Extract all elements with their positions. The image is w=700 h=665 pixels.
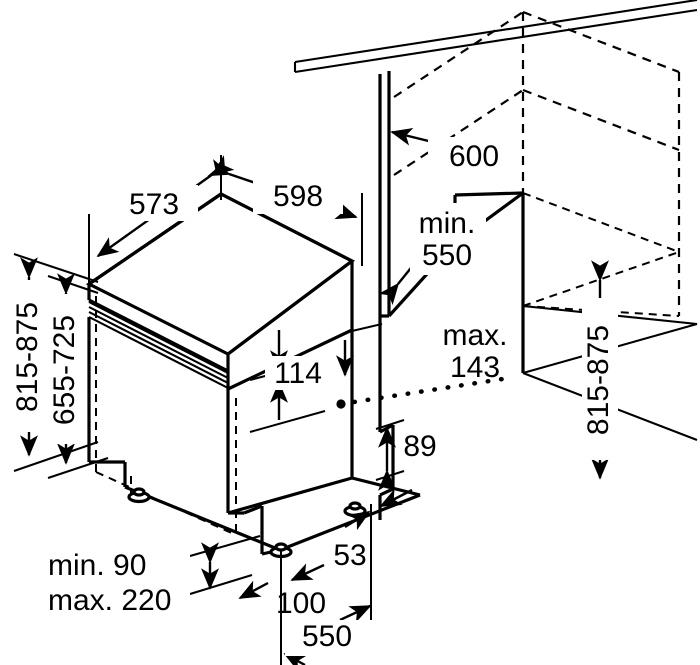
foot-rear-right-stem <box>348 501 362 511</box>
door-gap-line-1 <box>88 301 229 374</box>
dim-598-text-mask <box>253 178 343 214</box>
dim-114-ext-top <box>351 323 383 332</box>
side-band-top <box>227 259 353 356</box>
dim-815875L-text-mask <box>12 280 46 432</box>
dim-max-143-group: max. 143 <box>336 319 512 409</box>
dim-114-label: 114 <box>274 357 322 390</box>
dim-min-550-word-label: min. <box>419 207 476 240</box>
dim-815-875-left-group: 815-875 <box>11 253 99 472</box>
dim-655-725-group: 655-725 <box>47 273 109 479</box>
dim-max-220-label: max. 220 <box>48 584 171 617</box>
dim-598-group: 598 <box>207 159 363 266</box>
niche-dashed-mid-left <box>393 89 524 176</box>
dim-max143-leader-dot <box>336 399 346 409</box>
dim-plinth-text-mask <box>38 545 190 617</box>
dim-max-143-word-label: max. <box>442 319 507 352</box>
body-bottom-notch-2 <box>243 504 263 515</box>
fascia-bottom-edge <box>88 298 229 373</box>
dim-598-label: 598 <box>273 180 323 213</box>
dim-53-arrow-left <box>344 510 371 531</box>
dim-100-text-mask <box>262 587 342 623</box>
niche-dashed-top-left <box>393 11 524 98</box>
dim-815-875-left-label: 815-875 <box>11 302 44 412</box>
dim-600-text-mask <box>428 137 520 173</box>
dim-plinth-arrow-lead <box>238 580 269 600</box>
dim-114-ext-bottom <box>249 410 326 433</box>
dim-plinth-height-group: min. 90 max. 220 <box>38 535 269 617</box>
dim-min-550-number-label: 550 <box>422 239 472 272</box>
dim-89-group: 89 <box>375 419 448 491</box>
body-bottom-right-edge <box>227 476 353 515</box>
dim-min-90-label: min. 90 <box>48 549 146 582</box>
dim-max-143-number-label: 143 <box>450 351 500 384</box>
dim-573-label: 573 <box>129 188 179 221</box>
dim-min550-text-mask <box>410 203 486 275</box>
dim-53-group: 53 <box>322 488 413 572</box>
dim-53-label: 53 <box>333 539 366 572</box>
dim-plinth-ext-bottom <box>189 574 253 595</box>
foot-front-right-stem <box>274 542 288 552</box>
dim-114-text-mask <box>265 356 335 390</box>
dim-100-label: 100 <box>276 587 326 620</box>
dim-550-arrow-right <box>339 604 372 623</box>
dim-min-550-group: min. 550 <box>378 203 486 306</box>
door-gap-line-2 <box>88 306 229 379</box>
worktop-bottom-edge <box>294 8 698 74</box>
dim-573-text-mask <box>110 185 198 221</box>
dim-815875R-text-mask <box>582 298 618 460</box>
door-gap-line-4 <box>88 316 229 389</box>
dim-600-label: 600 <box>449 140 499 173</box>
niche-dashed-floor-right <box>522 305 680 317</box>
dim-550-group: 550 <box>280 518 377 665</box>
worktop-top-edge <box>294 0 698 64</box>
niche-wall-cap <box>454 191 524 197</box>
dim-53-arrow-right <box>379 488 413 508</box>
dim-655725-text-mask <box>49 294 83 444</box>
dim-550-text-mask <box>285 620 377 656</box>
dim-655-725-label: 655-725 <box>48 315 81 425</box>
dim-815-875-right-label: 815-875 <box>582 325 615 435</box>
dim-815-875-right-group: 815-875 <box>582 260 618 480</box>
dim-100-arrow <box>290 563 325 582</box>
dim-53-text-mask <box>322 537 378 571</box>
door-gap-line-3 <box>88 311 229 384</box>
dim-655725-ext-bottom <box>47 457 109 479</box>
dim-114-group: 114 <box>249 323 383 433</box>
dim-max143-dotted-leader <box>338 375 512 407</box>
dim-89-text-mask <box>396 430 448 464</box>
dim-89-label: 89 <box>403 430 436 463</box>
dim-550-label: 550 <box>302 620 352 653</box>
appliance-hidden-bottom-rear <box>95 471 237 536</box>
niche-dashed-mid-right <box>522 88 680 152</box>
dim-600-group: 600 <box>390 127 520 173</box>
foot-front-left-stem <box>132 487 146 497</box>
dim-815875L-ext-bottom <box>13 441 99 472</box>
niche-dashed-top-right <box>522 10 680 74</box>
